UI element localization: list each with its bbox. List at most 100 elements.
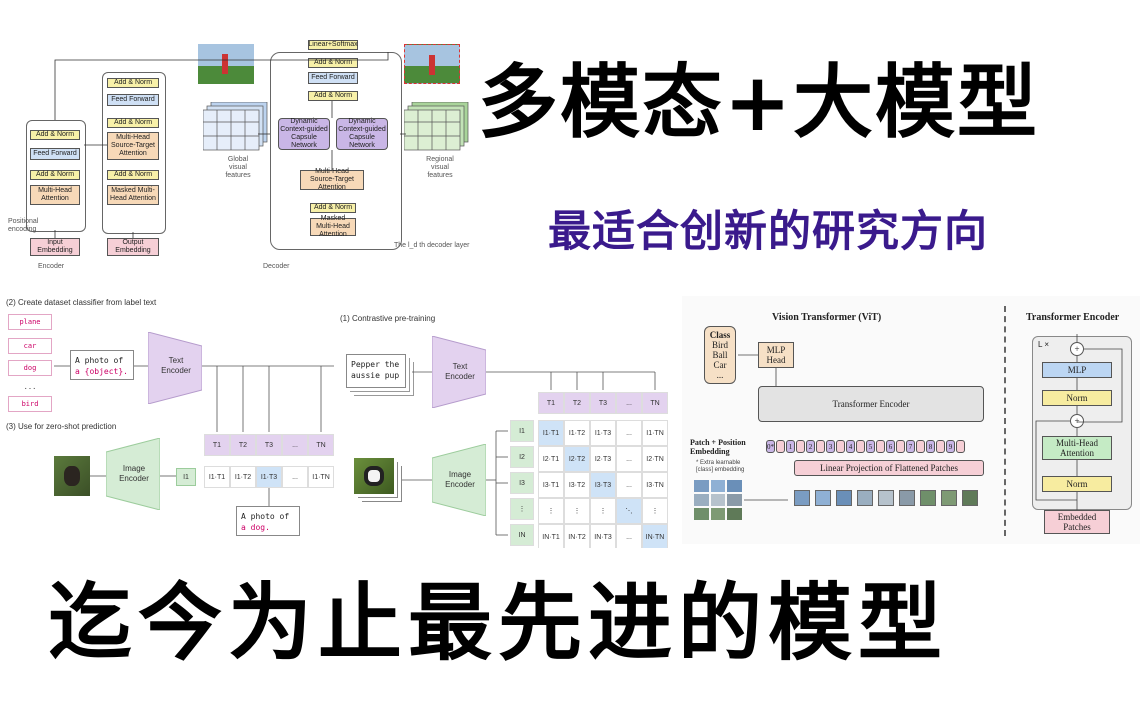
vit-norm-1: Norm bbox=[1042, 390, 1112, 406]
patch-embedding-token bbox=[896, 440, 905, 453]
matrix-cell: ⋮ bbox=[590, 498, 616, 524]
pepper-caption: Pepper the aussie pup bbox=[346, 354, 406, 388]
vit-mha: Multi-Head Attention bbox=[1042, 436, 1112, 460]
matrix-cell: ⋮ bbox=[642, 498, 668, 524]
patch-pos-line1: Patch + Position bbox=[690, 438, 746, 447]
matrix-cell-diagonal: I3·T3 bbox=[590, 472, 616, 498]
text-encoder-label-2: Text Encoder bbox=[445, 362, 475, 381]
class-box: Class Bird Ball Car ... bbox=[704, 326, 736, 384]
position-token: 5 bbox=[866, 440, 875, 453]
score-cell-highlight: I1·T3 bbox=[256, 466, 282, 488]
matrix-cell: IN·T3 bbox=[590, 524, 616, 548]
t-token: T1 bbox=[538, 392, 564, 414]
t-token: T3 bbox=[256, 434, 282, 456]
prompt-line1: A photo of bbox=[75, 356, 124, 365]
patch-embedding-token bbox=[876, 440, 885, 453]
clip-step2: (2) Create dataset classifier from label… bbox=[6, 298, 157, 307]
i-token: I3 bbox=[510, 472, 534, 494]
cap-add-norm-3: Add & Norm bbox=[310, 203, 356, 213]
score-cell: ... bbox=[282, 466, 308, 488]
position-token: 4 bbox=[846, 440, 855, 453]
patch-embedding-token bbox=[916, 440, 925, 453]
vit-title: Vision Transformer (ViT) bbox=[772, 312, 882, 323]
cap-add-norm-1: Add & Norm bbox=[308, 58, 358, 68]
label-ellipsis: ... bbox=[23, 383, 37, 391]
label-stack: plane car dog ... bird bbox=[8, 314, 54, 414]
capsule-right: Dynamic Context-guided Capsule Network bbox=[336, 118, 388, 150]
position-token: 7 bbox=[906, 440, 915, 453]
extra-line2: [class] embedding bbox=[696, 467, 745, 473]
image-patch bbox=[836, 490, 852, 506]
linear-softmax: Linear+Softmax bbox=[308, 40, 358, 50]
main-title: 多模态+大模型 bbox=[478, 56, 1040, 149]
matrix-cell: I3·T2 bbox=[564, 472, 590, 498]
t-token: ... bbox=[282, 434, 308, 456]
global-feature-grid bbox=[203, 102, 268, 151]
t-token: TN bbox=[642, 392, 668, 414]
matrix-cell: I3·TN bbox=[642, 472, 668, 498]
soccer-photo-right bbox=[404, 44, 460, 84]
image-encoder-label-2: Image Encoder bbox=[445, 470, 475, 489]
soccer-photo-left bbox=[198, 44, 254, 84]
result-line1: A photo of bbox=[241, 512, 290, 521]
t-token: T3 bbox=[590, 392, 616, 414]
vit-mlp: MLP bbox=[1042, 362, 1112, 378]
enc-add-norm-1: Add & Norm bbox=[30, 130, 80, 140]
matrix-cell: ⋮ bbox=[564, 498, 590, 524]
decoder-layer-caption: The l_d th decoder layer bbox=[394, 242, 470, 249]
encoder-label: Encoder bbox=[38, 263, 65, 270]
regional-feature-grid bbox=[404, 102, 469, 151]
i-token: ⋮ bbox=[510, 498, 534, 520]
image-patch bbox=[794, 490, 810, 506]
dog-photo-1 bbox=[54, 456, 90, 496]
bottom-title: 迄今为止最先进的模型 bbox=[48, 574, 949, 672]
pepper-line2: aussie pup bbox=[351, 371, 400, 380]
class-heading: Class bbox=[709, 330, 731, 340]
regional-features-label: Regional visual features bbox=[426, 156, 454, 179]
clip-step3: (3) Use for zero-shot prediction bbox=[6, 422, 117, 431]
matrix-cell: I2·TN bbox=[642, 446, 668, 472]
linear-projection: Linear Projection of Flattened Patches bbox=[794, 460, 984, 476]
text-encoder-shape-2 bbox=[432, 336, 486, 408]
matrix-cell: ... bbox=[616, 472, 642, 498]
i-token: I2 bbox=[510, 446, 534, 468]
decoder-block-2 bbox=[270, 52, 402, 250]
enc-positional: Positional encoding bbox=[8, 218, 39, 233]
image-patch bbox=[815, 490, 831, 506]
matrix-cell: ⋮ bbox=[538, 498, 564, 524]
plus-icon-mid: + bbox=[1070, 414, 1084, 428]
matrix-cell-diagonal: IN·TN bbox=[642, 524, 668, 548]
t-token: ... bbox=[616, 392, 642, 414]
i1-token: I1 bbox=[176, 468, 196, 486]
patch-embedding-token bbox=[836, 440, 845, 453]
clip-step1: (1) Contrastive pre-training bbox=[340, 314, 436, 323]
matrix-cell: ... bbox=[616, 420, 642, 446]
text-encoder-label-1: Text Encoder bbox=[161, 356, 191, 375]
dec-add-norm-1: Add & Norm bbox=[107, 78, 159, 88]
transformer-connectors bbox=[54, 52, 406, 238]
dec-feed-forward: Feed Forward bbox=[107, 94, 159, 106]
matrix-cell: ... bbox=[616, 524, 642, 548]
label-bird: bird bbox=[8, 396, 52, 412]
matrix-cell-diagonal: I2·T2 bbox=[564, 446, 590, 472]
dec-add-norm-2: Add & Norm bbox=[107, 118, 159, 128]
t-token: T1 bbox=[204, 434, 230, 456]
class-item: ... bbox=[716, 370, 724, 380]
t-token: T2 bbox=[564, 392, 590, 414]
matrix-cell: ... bbox=[616, 446, 642, 472]
dog-photo-2 bbox=[354, 458, 394, 494]
capsule-left: Dynamic Context-guided Capsule Network bbox=[278, 118, 330, 150]
matrix-cell: I2·T3 bbox=[590, 446, 616, 472]
matrix-cell-diagonal: I1·T1 bbox=[538, 420, 564, 446]
plus-icon-top: + bbox=[1070, 342, 1084, 356]
matrix-cell: I1·T2 bbox=[564, 420, 590, 446]
i-token: I1 bbox=[510, 420, 534, 442]
position-token: 2 bbox=[806, 440, 815, 453]
text-encoder-shape-1 bbox=[148, 332, 202, 404]
score-cell: I1·T1 bbox=[204, 466, 230, 488]
score-cell: I1·T2 bbox=[230, 466, 256, 488]
image-patch bbox=[941, 490, 957, 506]
image-patch bbox=[920, 490, 936, 506]
matrix-cell: I1·TN bbox=[642, 420, 668, 446]
result-caption: A photo of a dog. bbox=[236, 506, 300, 536]
